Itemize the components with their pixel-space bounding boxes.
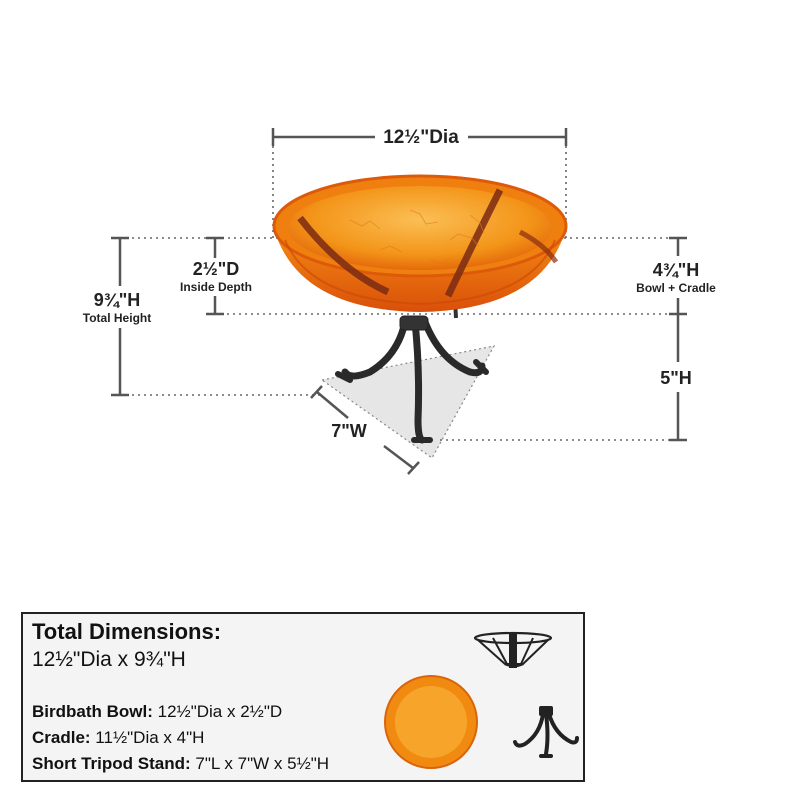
total-height-caption: Total Height [83, 311, 151, 325]
spec-value: 12½"Dia x 2½"D [152, 702, 283, 721]
stand-footprint-outline [321, 345, 496, 459]
dimensions-panel: Total Dimensions: 12½"Dia x 9¾"H Birdbat… [21, 612, 585, 782]
spec-row-cradle: Cradle: 11½"Dia x 4"H [32, 728, 204, 748]
stand-width-label: 7"W [331, 421, 367, 441]
dimension-diagram: 12½"Dia 2½"D Inside Depth 9¾"H Total Hei… [83, 127, 716, 475]
cradle-icon [473, 631, 553, 668]
stand-height-label: 5"H [660, 368, 692, 388]
total-height-label: 9¾"H [94, 290, 141, 310]
bowl-stripe [444, 188, 504, 298]
tripod-stand [335, 315, 489, 444]
diameter-label: 12½"Dia [383, 127, 459, 148]
bowl-cradle-height-label: 4¾"H [653, 260, 700, 280]
stand-footprint-shadow [322, 346, 494, 458]
component-illustrations [384, 631, 579, 769]
guide-lines [120, 146, 678, 441]
spec-label: Short Tripod Stand: [32, 754, 191, 773]
spec-label: Cradle: [32, 728, 91, 747]
total-dimensions-value: 12½"Dia x 9¾"H [32, 648, 186, 671]
spec-value: 11½"Dia x 4"H [90, 728, 205, 747]
dimensions-title: Total Dimensions: [32, 619, 222, 644]
inside-depth-caption: Inside Depth [180, 280, 252, 294]
bowl-cradle-caption: Bowl + Cradle [636, 281, 716, 295]
spec-row-bowl: Birdbath Bowl: 12½"Dia x 2½"D [32, 702, 282, 722]
spec-label: Birdbath Bowl: [32, 702, 153, 721]
bowl-stripe [297, 215, 390, 296]
spec-value: 7"L x 7"W x 5½"H [190, 754, 330, 773]
spec-row-stand: Short Tripod Stand: 7"L x 7"W x 5½"H [32, 754, 329, 774]
tripod-stand-icon [513, 706, 579, 758]
dimension-lines [111, 128, 687, 475]
inside-depth-label: 2½"D [193, 259, 240, 279]
birdbath-bowl [272, 174, 568, 312]
birdbath-bowl-icon [384, 675, 478, 769]
